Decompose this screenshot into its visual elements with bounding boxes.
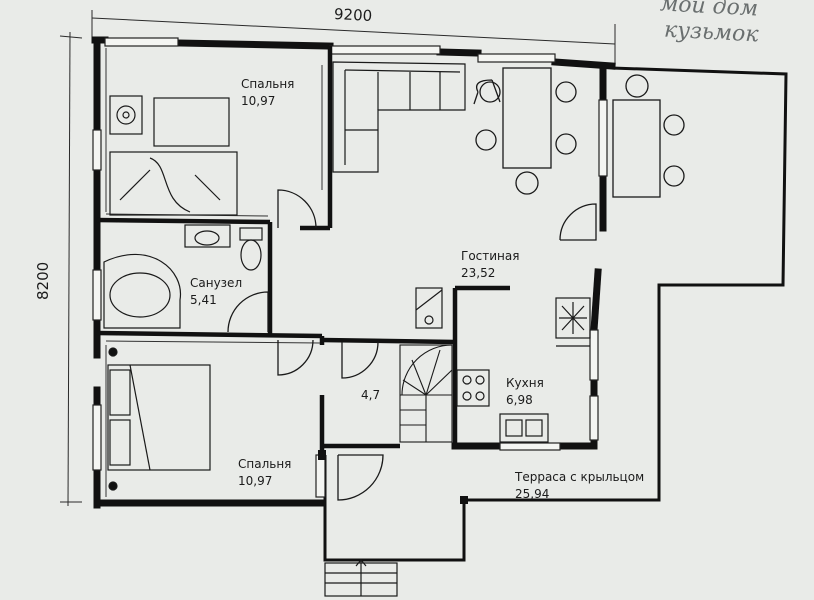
door-entrance [337, 454, 384, 501]
dining-table-icon [473, 67, 577, 195]
room-bedroom-bottom-area: 10,97 [238, 474, 273, 488]
room-terrace-name: Терраса с крыльцом [515, 470, 645, 484]
door-bedroom-top [277, 189, 317, 229]
door-bedroom-bottom [277, 339, 314, 376]
room-bedroom-top-area: 10,97 [241, 94, 276, 108]
room-bathroom-area: 5,41 [190, 293, 217, 307]
interior-walls [96, 46, 510, 455]
bedroom-top-furniture [109, 95, 238, 216]
room-hall-area: 4,7 [361, 388, 381, 402]
height-dimension-line [67, 31, 71, 507]
bathroom-fixtures [103, 224, 263, 329]
dimension-lines [59, 10, 616, 507]
door-terrace [559, 203, 597, 241]
door-bathroom [227, 291, 269, 333]
terrace-outline [323, 66, 788, 562]
room-living-area: 23,52 [461, 266, 496, 280]
handwritten-note-line2: кузьмок [663, 17, 760, 48]
room-bedroom-bottom-name: Спальня [238, 457, 292, 471]
sofa-icon [332, 61, 466, 173]
room-kitchen-area: 6,98 [506, 393, 533, 407]
room-terrace-area: 25,94 [515, 487, 550, 501]
height-dimension: 8200 [34, 261, 52, 300]
width-dimension: 9200 [333, 5, 373, 25]
room-living-name: Гостиная [461, 249, 520, 263]
room-kitchen-name: Кухня [506, 376, 544, 390]
staircase [399, 344, 453, 443]
bed-icon [107, 347, 211, 491]
stove-icon [415, 287, 443, 329]
width-dimension-line [91, 17, 616, 45]
kitchen-fixtures [456, 297, 591, 443]
door-hall [341, 341, 379, 379]
room-bathroom-name: Санузел [190, 276, 243, 290]
porch-steps [324, 559, 398, 597]
doors [227, 189, 597, 501]
room-bedroom-top-name: Спальня [241, 77, 295, 91]
terrace-table-icon [612, 74, 685, 198]
windows [92, 37, 608, 498]
